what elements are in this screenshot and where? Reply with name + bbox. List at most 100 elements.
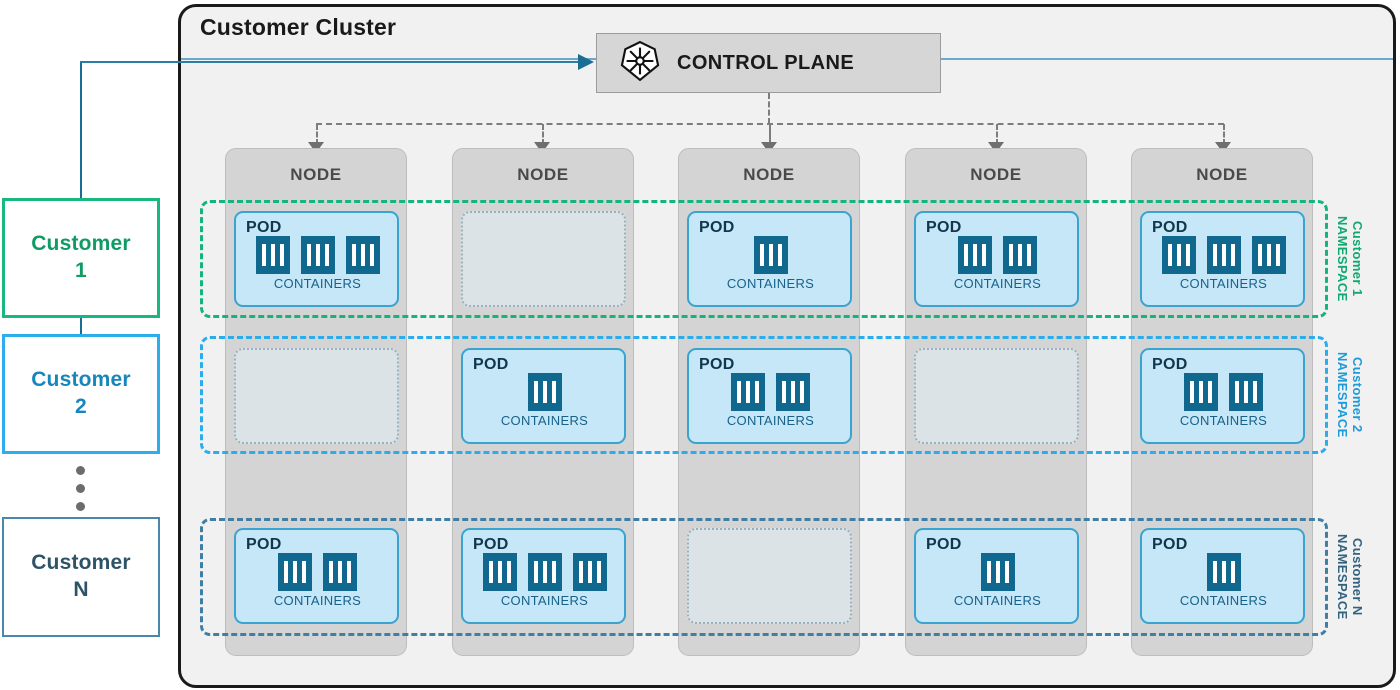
containers-caption: CONTAINERS xyxy=(953,593,1042,608)
pod-label: POD xyxy=(699,356,735,373)
node-arrowhead-1 xyxy=(308,142,324,153)
pod-box[interactable]: POD CONTAINERS xyxy=(1140,348,1305,444)
container-icon xyxy=(980,553,1015,591)
container-icon xyxy=(278,553,312,591)
empty-pod-slot xyxy=(687,528,852,624)
node-connector-4 xyxy=(996,124,998,145)
container-icon xyxy=(300,236,335,274)
container-group xyxy=(926,236,1069,274)
container-group xyxy=(246,553,389,591)
ellipsis-dot xyxy=(76,484,85,493)
container-icon xyxy=(255,236,290,274)
pod-box[interactable]: POD CONTAINERS xyxy=(461,348,626,444)
node-label: NODE xyxy=(1196,165,1248,184)
container-icon xyxy=(323,553,357,591)
pod-label: POD xyxy=(473,356,509,373)
container-group xyxy=(246,236,389,274)
container-icon xyxy=(345,236,380,274)
empty-pod-slot xyxy=(461,211,626,307)
cluster-title: Customer Cluster xyxy=(200,14,397,40)
pod-label: POD xyxy=(926,219,962,236)
container-group xyxy=(699,373,842,411)
pod-box[interactable]: POD CONTAINERS xyxy=(461,528,626,624)
pod-label: POD xyxy=(1152,536,1188,553)
pod-box[interactable]: POD CONTAINERS xyxy=(914,528,1079,624)
empty-pod-slot xyxy=(914,348,1079,444)
container-icon xyxy=(1003,236,1037,274)
control-plane-stem xyxy=(768,93,770,124)
node-connector-1 xyxy=(316,124,318,145)
container-group xyxy=(1152,236,1295,274)
node-connector-3 xyxy=(769,124,771,145)
container-icon xyxy=(776,373,810,411)
pod-label: POD xyxy=(246,536,282,553)
container-icon xyxy=(1206,553,1241,591)
node-arrowhead-3 xyxy=(761,142,777,153)
container-group xyxy=(1152,373,1295,411)
pod-label: POD xyxy=(1152,356,1188,373)
node-connector-2 xyxy=(542,124,544,145)
pod-label: POD xyxy=(473,536,509,553)
containers-caption: CONTAINERS xyxy=(1179,413,1268,428)
pod-label: POD xyxy=(246,219,282,236)
node-label: NODE xyxy=(743,165,795,184)
containers-caption: CONTAINERS xyxy=(726,276,815,291)
container-icon xyxy=(753,236,788,274)
container-icon xyxy=(572,553,607,591)
container-icon xyxy=(1184,373,1218,411)
container-icon xyxy=(1206,236,1241,274)
pod-label: POD xyxy=(926,536,962,553)
node-label: NODE xyxy=(970,165,1022,184)
pod-box[interactable]: POD CONTAINERS xyxy=(914,211,1079,307)
pod-box[interactable]: POD CONTAINERS xyxy=(234,528,399,624)
node-label: NODE xyxy=(290,165,342,184)
container-icon xyxy=(527,553,562,591)
containers-caption: CONTAINERS xyxy=(273,276,362,291)
customer-to-control-plane-arrowhead xyxy=(578,54,594,70)
containers-caption: CONTAINERS xyxy=(273,593,362,608)
containers-caption: CONTAINERS xyxy=(1179,593,1268,608)
container-icon xyxy=(482,553,517,591)
node-arrowhead-2 xyxy=(534,142,550,153)
container-group xyxy=(1152,553,1295,591)
node-arrowhead-4 xyxy=(988,142,1004,153)
namespace-label-customer-1: Customer 1 NAMESPACE xyxy=(1334,216,1365,302)
pod-box[interactable]: POD CONTAINERS xyxy=(1140,211,1305,307)
container-group xyxy=(699,236,842,274)
node-label: NODE xyxy=(517,165,569,184)
ellipsis-dot xyxy=(76,502,85,511)
kubernetes-helm-icon xyxy=(619,40,661,87)
containers-caption: CONTAINERS xyxy=(953,276,1042,291)
pod-box[interactable]: POD CONTAINERS xyxy=(234,211,399,307)
namespace-label-customer-n: Customer N NAMESPACE xyxy=(1334,534,1365,620)
pod-label: POD xyxy=(699,219,735,236)
container-group xyxy=(473,553,616,591)
container-icon xyxy=(1161,236,1196,274)
container-icon xyxy=(527,373,562,411)
customer-1-to-2-line xyxy=(80,318,82,335)
control-plane-label: CONTROL PLANE xyxy=(677,51,855,74)
containers-caption: CONTAINERS xyxy=(500,413,589,428)
customer-to-control-plane-line xyxy=(80,61,590,63)
containers-caption: CONTAINERS xyxy=(1179,276,1268,291)
pod-box[interactable]: POD CONTAINERS xyxy=(1140,528,1305,624)
pod-label: POD xyxy=(1152,219,1188,236)
container-icon xyxy=(1251,236,1286,274)
container-group xyxy=(926,553,1069,591)
customer-uplink-line xyxy=(80,62,82,199)
node-arrowhead-5 xyxy=(1215,142,1231,153)
container-icon xyxy=(958,236,992,274)
control-plane-box[interactable]: CONTROL PLANE xyxy=(596,33,941,93)
containers-caption: CONTAINERS xyxy=(500,593,589,608)
pod-box[interactable]: POD CONTAINERS xyxy=(687,211,852,307)
ellipsis-dot xyxy=(76,466,85,475)
container-icon xyxy=(1229,373,1263,411)
